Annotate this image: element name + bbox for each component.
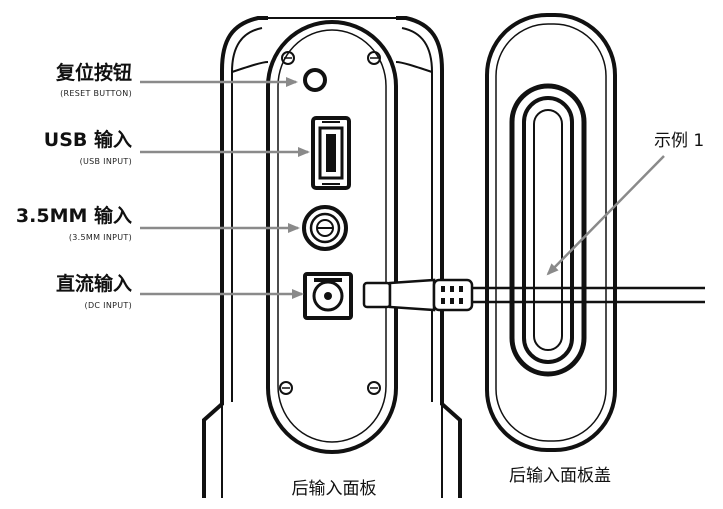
label-reset-zh: 复位按钮 bbox=[55, 61, 132, 84]
label-3-5mm-zh: 3.5MM 输入 bbox=[16, 204, 132, 227]
panel-outer-shell-right bbox=[396, 16, 462, 498]
reset-button-icon bbox=[303, 68, 327, 92]
screw-icon bbox=[281, 51, 295, 65]
rear-input-panel bbox=[202, 16, 474, 498]
arrow-example-1 bbox=[546, 155, 665, 276]
dc-jack-icon bbox=[303, 272, 353, 320]
dc-cable bbox=[472, 286, 705, 304]
audio-jack-icon bbox=[302, 205, 348, 251]
label-reset-en: (RESET BUTTON) bbox=[60, 89, 132, 98]
panel-outer-shell bbox=[202, 16, 268, 498]
label-dc-en: (DC INPUT) bbox=[85, 301, 132, 310]
label-dc-input: 直流输入 (DC INPUT) bbox=[56, 272, 132, 310]
label-reset-button: 复位按钮 (RESET BUTTON) bbox=[55, 61, 132, 98]
label-3-5mm-en: (3.5MM INPUT) bbox=[69, 233, 132, 242]
label-dc-zh: 直流输入 bbox=[56, 272, 132, 295]
screw-icon bbox=[367, 381, 381, 395]
rear-panel-cover bbox=[485, 13, 617, 452]
caption-rear-input-panel: 后输入面板 bbox=[292, 479, 377, 499]
dc-cable-plug bbox=[362, 278, 474, 312]
label-usb-en: (USB INPUT) bbox=[80, 157, 132, 166]
label-usb-zh: USB 输入 bbox=[44, 128, 132, 151]
label-3-5mm-input: 3.5MM 输入 (3.5MM INPUT) bbox=[16, 204, 132, 242]
label-usb-input: USB 输入 (USB INPUT) bbox=[44, 128, 132, 166]
screw-icon bbox=[279, 381, 293, 395]
label-example-1: 示例 1 bbox=[654, 131, 704, 151]
caption-rear-panel-cover: 后输入面板盖 bbox=[509, 466, 611, 486]
callout-arrows bbox=[140, 77, 665, 299]
screw-icon bbox=[367, 51, 381, 65]
usb-port-icon bbox=[311, 116, 351, 190]
